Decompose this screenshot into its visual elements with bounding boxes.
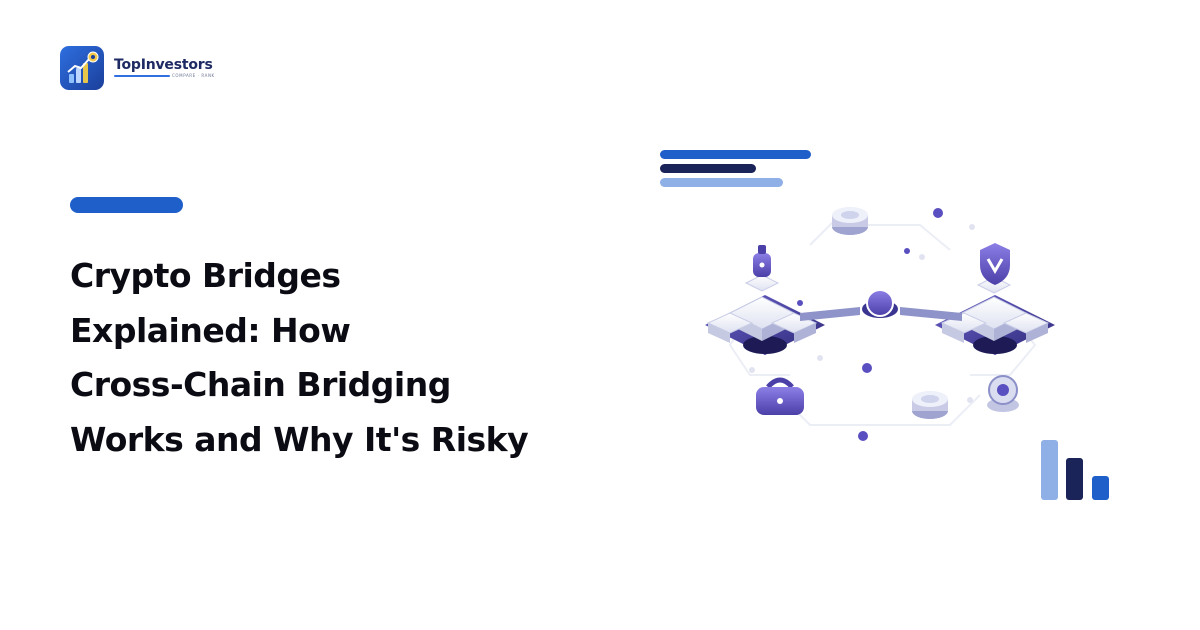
brand-name: TopInvestors xyxy=(114,57,213,73)
brand-tagline: COMPARE · RANK xyxy=(172,73,215,78)
decorative-line xyxy=(660,164,756,173)
decorative-line xyxy=(660,150,811,159)
bridge-connector xyxy=(800,289,962,321)
title-line: Crypto Bridges xyxy=(70,256,341,295)
brand-underline xyxy=(114,75,170,77)
title-line: Explained: How xyxy=(70,310,351,350)
title-line: Works and Why It's Risky xyxy=(70,419,529,459)
decorative-lines xyxy=(660,150,811,192)
floating-lock xyxy=(756,377,804,415)
article-title: Crypto Bridges Explained: How Cross-Chai… xyxy=(70,249,590,467)
right-chain-platform xyxy=(935,243,1055,355)
title-line: Cross-Chain Bridging xyxy=(70,365,451,404)
bar-chart-coin-icon xyxy=(60,46,104,90)
category-pill xyxy=(70,197,183,213)
bar-chart-icon xyxy=(1041,440,1109,500)
blockchain-bridge-illustration xyxy=(705,207,1055,441)
floating-camera xyxy=(987,375,1019,412)
left-chain-platform xyxy=(705,245,825,355)
floating-coin-bottom xyxy=(912,391,948,419)
floating-coin-top xyxy=(832,207,868,235)
brand-logo[interactable]: TopInvestors COMPARE · RANK xyxy=(60,46,215,90)
decorative-line xyxy=(660,178,783,187)
